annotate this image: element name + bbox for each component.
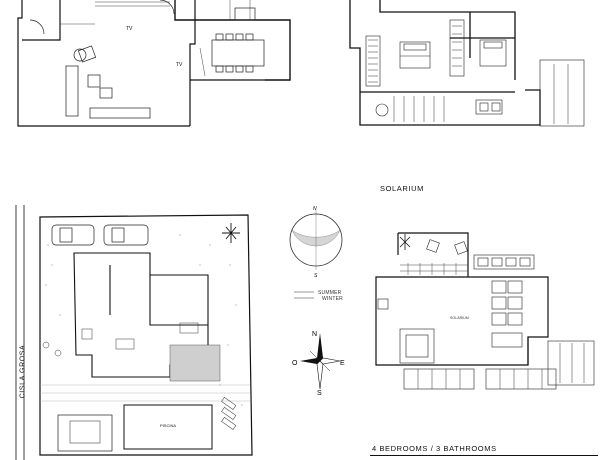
winter-legend: WINTER <box>322 296 343 302</box>
sun-north: N <box>313 206 317 212</box>
pool-label: PISCINA <box>160 423 176 428</box>
street-label: CISLA GROSA <box>19 344 27 399</box>
tv-label-side: TV <box>176 62 183 68</box>
solarium-plan: SOLARIUM <box>375 232 595 390</box>
compass-south: S <box>317 390 322 395</box>
caption-rule <box>370 455 598 456</box>
solarium-room-label: SOLARIUM <box>450 316 469 320</box>
compass-east: E <box>340 360 345 367</box>
sun-path-diagram: N S <box>289 206 343 299</box>
tv-label-top: TV <box>126 26 133 32</box>
compass-rose: N S E O <box>292 331 345 395</box>
compass-west: O <box>292 360 298 367</box>
summer-legend: SUMMER <box>318 290 342 296</box>
bedrooms-bathrooms-caption: 4 BEDROOMS / 3 BATHROOMS <box>372 444 497 453</box>
ground-floor-plan: TV TV <box>17 0 291 127</box>
solarium-title: SOLARIUM <box>380 184 424 193</box>
compass-north: N <box>312 331 317 338</box>
site-plan: PISCINA <box>15 205 253 460</box>
first-floor-plan <box>349 0 585 127</box>
sun-south: S <box>314 273 318 279</box>
